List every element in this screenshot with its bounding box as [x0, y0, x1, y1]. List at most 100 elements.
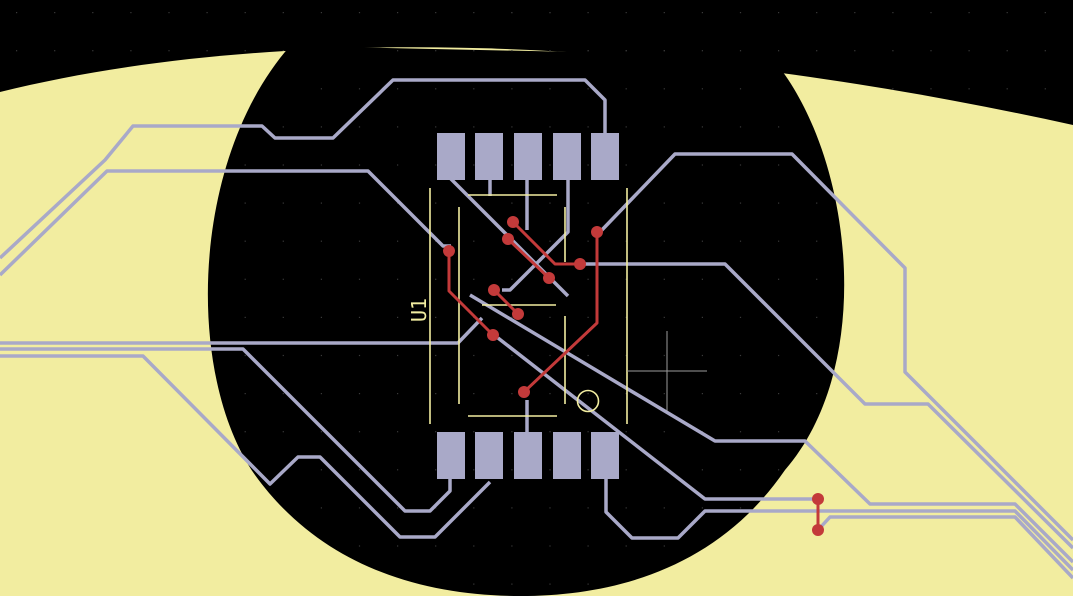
- grid-dot: [1006, 88, 1008, 90]
- grid-dot: [320, 316, 322, 318]
- grid-dot: [16, 12, 18, 14]
- grid-dot: [816, 278, 818, 280]
- grid-dot: [1006, 50, 1008, 52]
- trace: [604, 478, 1073, 572]
- grid-dot: [473, 393, 475, 395]
- grid-dot: [16, 50, 18, 52]
- grid-dot: [587, 316, 589, 318]
- grid-dot: [549, 354, 551, 357]
- grid-dot: [930, 12, 932, 14]
- grid-dot: [625, 469, 627, 471]
- grid-dot: [701, 164, 703, 166]
- grid-dot: [397, 316, 399, 318]
- grid-dot: [511, 354, 513, 357]
- grid-dot: [244, 240, 246, 242]
- grid-dot: [435, 545, 437, 547]
- grid-dot: [739, 316, 742, 318]
- grid-dot: [511, 164, 513, 166]
- via[interactable]: [518, 386, 530, 398]
- grid-dot: [168, 50, 170, 52]
- grid-dot: [320, 126, 322, 128]
- pad[interactable]: [437, 133, 465, 180]
- grid-dot: [587, 469, 589, 471]
- grid-dot: [320, 507, 322, 509]
- via[interactable]: [487, 329, 499, 341]
- grid-dot: [549, 88, 551, 90]
- trace: [816, 515, 1073, 580]
- via[interactable]: [488, 284, 500, 296]
- grid-dot: [587, 202, 589, 204]
- grid-dot: [435, 507, 437, 509]
- pad[interactable]: [437, 432, 465, 479]
- grid-dot: [739, 50, 742, 52]
- grid-dot: [701, 354, 703, 357]
- grid-dot: [473, 164, 475, 166]
- grid-dot: [397, 393, 399, 395]
- pad[interactable]: [591, 432, 619, 479]
- grid-dot: [549, 202, 551, 204]
- grid-dot: [435, 393, 437, 395]
- grid-dot: [435, 12, 437, 14]
- grid-dot: [816, 50, 818, 52]
- pad[interactable]: [591, 133, 619, 180]
- grid-dot: [358, 393, 361, 395]
- via[interactable]: [812, 493, 824, 505]
- grid-dot: [587, 126, 589, 128]
- grid-dot: [587, 354, 589, 357]
- via[interactable]: [502, 233, 514, 245]
- trace: [0, 347, 452, 513]
- grid-dot: [549, 507, 551, 509]
- grid-dot: [625, 88, 627, 90]
- via[interactable]: [443, 245, 455, 257]
- grid-dot: [778, 50, 780, 52]
- grid-dot: [663, 469, 665, 471]
- pad[interactable]: [475, 133, 503, 180]
- grid-dot: [244, 354, 246, 357]
- grid-dot: [587, 583, 589, 585]
- pad[interactable]: [553, 133, 581, 180]
- grid-dot: [397, 164, 399, 166]
- grid-dot: [625, 316, 627, 318]
- grid-dot: [739, 393, 742, 395]
- grid-dot: [549, 164, 551, 166]
- pad[interactable]: [475, 432, 503, 479]
- grid-dot: [473, 126, 475, 128]
- grid-dot: [1044, 12, 1046, 14]
- grid-dot: [282, 316, 284, 318]
- via[interactable]: [543, 272, 555, 284]
- grid-dot: [206, 50, 208, 52]
- via[interactable]: [591, 226, 603, 238]
- grid-dot: [320, 393, 322, 395]
- grid-dot: [358, 278, 361, 280]
- grid-dot: [473, 278, 475, 280]
- grid-dot: [625, 164, 627, 166]
- trace: [522, 232, 599, 394]
- grid-dot: [320, 202, 322, 204]
- via[interactable]: [574, 258, 586, 270]
- grid-dot: [549, 316, 551, 318]
- grid-dot: [397, 126, 399, 128]
- grid-dot: [739, 126, 742, 128]
- grid-dot: [511, 469, 513, 471]
- grid-dot: [739, 88, 742, 90]
- grid-dot: [663, 50, 665, 52]
- via[interactable]: [812, 524, 824, 536]
- grid-dot: [587, 12, 589, 14]
- pad[interactable]: [514, 432, 542, 479]
- grid-dot: [892, 12, 894, 14]
- pad[interactable]: [514, 133, 542, 180]
- pad[interactable]: [553, 432, 581, 479]
- silkscreen-outline: [429, 188, 628, 424]
- grid-dot: [358, 202, 361, 204]
- grid-dot: [473, 88, 475, 90]
- grid-dot: [701, 278, 703, 280]
- via[interactable]: [507, 216, 519, 228]
- grid-dot: [435, 278, 437, 280]
- grid-dot: [358, 88, 361, 90]
- via[interactable]: [512, 308, 524, 320]
- grid-dot: [625, 278, 627, 280]
- vias: [443, 216, 824, 536]
- grid-dot: [663, 316, 665, 318]
